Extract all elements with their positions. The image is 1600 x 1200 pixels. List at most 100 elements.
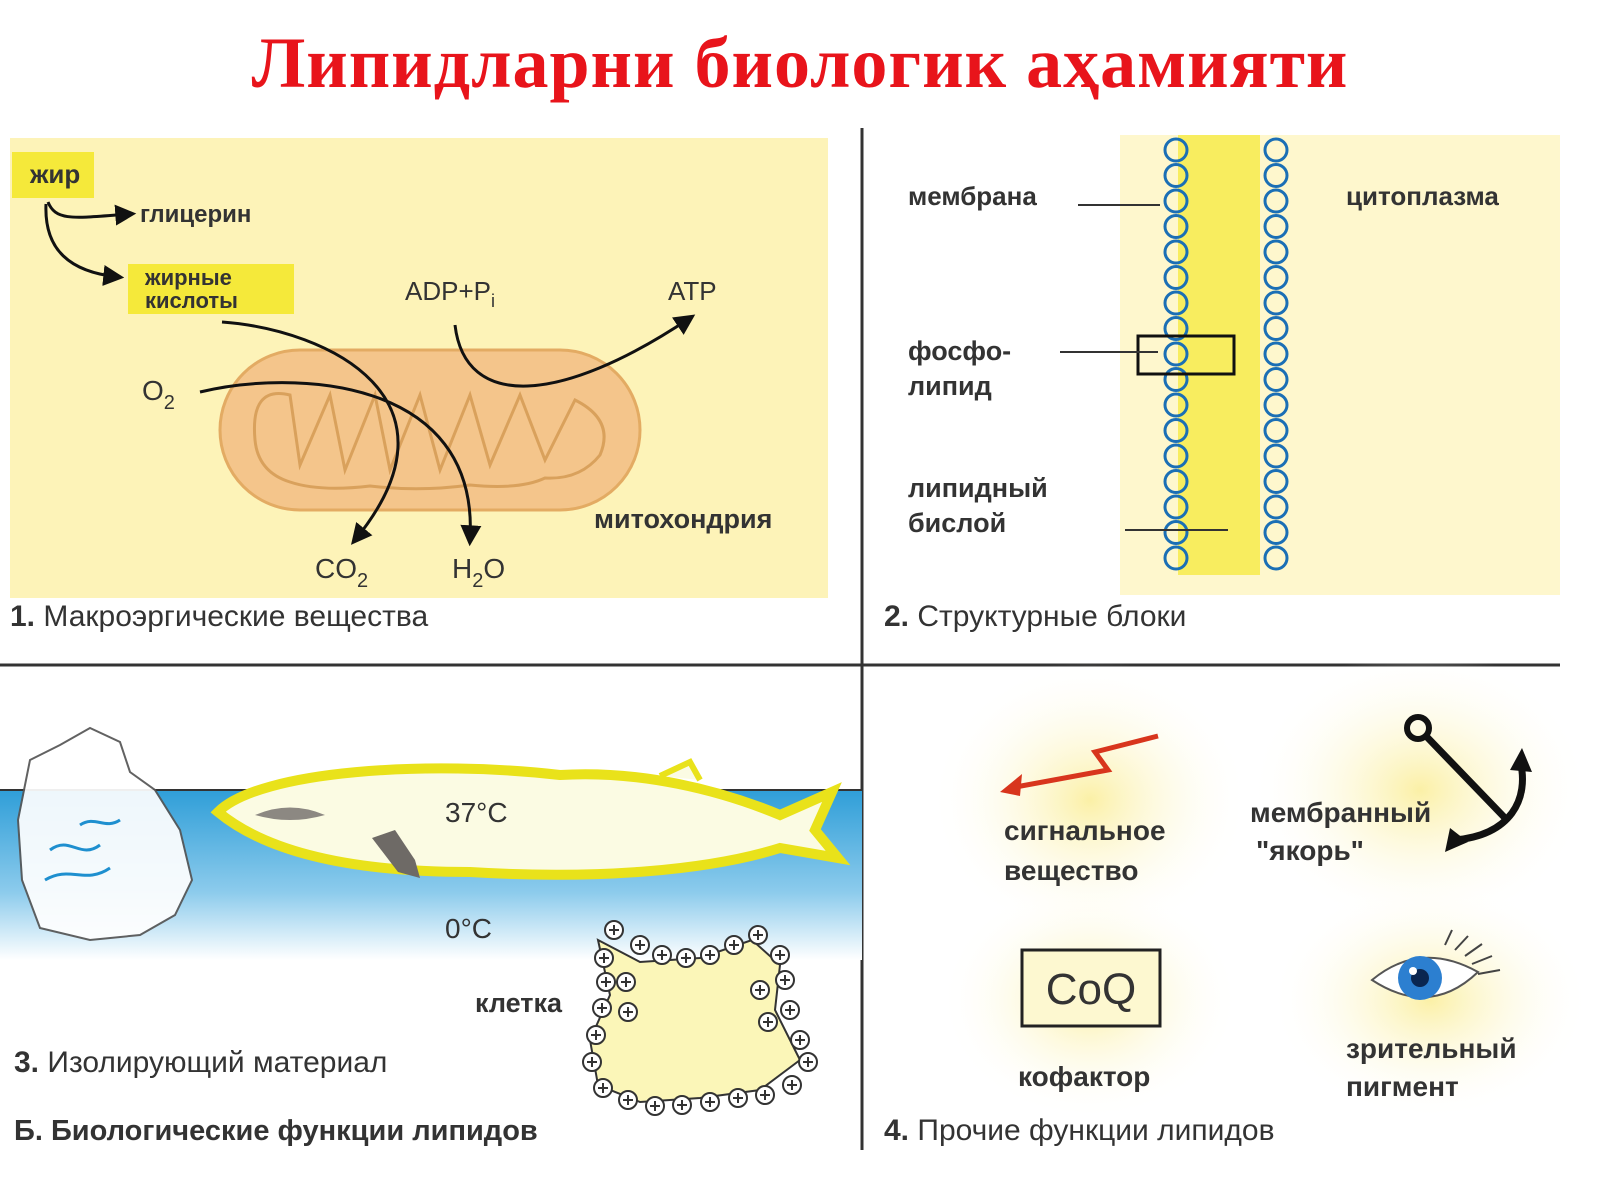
lipid-head	[1163, 341, 1189, 367]
iceberg	[16, 726, 194, 942]
plus-sign	[760, 1090, 770, 1100]
fat-highlight	[12, 152, 94, 198]
lipid-head	[1163, 188, 1189, 214]
panel2-caption: 2. Структурные блоки	[884, 600, 1186, 633]
lipid-head	[1163, 137, 1189, 163]
plus-sign	[803, 1057, 813, 1067]
signal-label-2: вещество	[1004, 855, 1138, 886]
arrow-fat-glycerol	[46, 201, 137, 226]
lipid-head	[1263, 341, 1289, 367]
signal-arrowhead	[1000, 774, 1022, 796]
lipid-head	[1263, 265, 1289, 290]
lipid-head	[1263, 188, 1289, 214]
mitochondrion-cristae	[252, 389, 606, 491]
lipid-head	[1163, 316, 1189, 341]
signal-glow	[930, 660, 1250, 940]
pigment-label-2: пигмент	[1346, 1071, 1459, 1102]
lipid-head	[1163, 494, 1189, 520]
arrow-fat-fatty-acids	[44, 203, 125, 286]
lipid-head	[1263, 418, 1289, 443]
pigment-label-1: зрительный	[1346, 1033, 1517, 1064]
lipid-head	[1163, 367, 1189, 392]
panel3-caption: 3. Изолирующий материал	[14, 1046, 387, 1079]
atp-label: ATP	[668, 276, 717, 306]
fatty-acids-label-2: кислоты	[145, 288, 238, 313]
lipid-head	[1163, 392, 1189, 418]
lipid-head	[1163, 469, 1189, 494]
cell-label: клетка	[475, 988, 563, 1018]
whale-organ-1	[255, 807, 325, 820]
panel-macroergic: жир глицерин жирные кислоты ADP+Pi ATP O…	[10, 138, 828, 633]
plus-sign	[598, 1083, 608, 1093]
phospholipid-box	[1136, 334, 1236, 376]
lipid-head	[1263, 367, 1289, 392]
water-temperature: 0°C	[445, 913, 492, 944]
signal-lightning-icon	[1009, 733, 1159, 791]
plus-sign	[787, 1080, 797, 1090]
coq-box	[1020, 948, 1162, 1028]
lipid-head	[1263, 494, 1289, 520]
plus-sign	[733, 1093, 743, 1103]
arrow-fatty-acids-co2	[221, 320, 400, 545]
bilayer-label-2: бислой	[908, 508, 1006, 538]
lipid-head	[1163, 418, 1189, 443]
plus-sign	[650, 1101, 660, 1111]
lipid-head	[1163, 163, 1189, 188]
whale-fin	[658, 758, 703, 782]
bilayer-right-leaflet	[1263, 137, 1289, 571]
plus-sign	[599, 953, 609, 963]
plus-sign	[609, 925, 619, 935]
plus-sign	[755, 985, 765, 995]
lipid-head	[1263, 163, 1289, 188]
lipid-head	[1263, 290, 1289, 316]
phospholipid-label-2: липид	[908, 371, 992, 401]
plus-sign	[587, 1057, 597, 1067]
plus-sign	[780, 975, 790, 985]
plus-sign	[623, 1095, 633, 1105]
lipid-head	[1263, 520, 1289, 545]
cofactor-label: кофактор	[1018, 1061, 1150, 1092]
lipid-head	[1263, 443, 1289, 469]
plus-sign	[775, 950, 785, 960]
panel-other: сигнальное вещество мембранный "якорь" C…	[884, 650, 1590, 1147]
lipid-head	[1263, 214, 1289, 239]
panel1-caption: 1. Макроэргические вещества	[10, 600, 428, 633]
whale	[210, 763, 851, 880]
adp-label: ADP+Pi	[405, 276, 495, 311]
bilayer-core	[1178, 135, 1260, 575]
co2-label: CO2	[315, 553, 368, 592]
bilayer-label-1: липидный	[908, 473, 1048, 503]
plus-sign	[623, 1007, 633, 1017]
coq-label: CoQ	[1046, 965, 1136, 1014]
eye-icon	[1370, 929, 1501, 1000]
iceberg-cracks	[44, 818, 121, 882]
panel4-caption: 4. Прочие функции липидов	[884, 1114, 1275, 1147]
lipid-head	[1163, 520, 1189, 545]
phospholipid-label-1: фосфо-	[908, 336, 1011, 366]
plus-sign	[705, 1097, 715, 1107]
arrow-o2-h2o	[199, 381, 482, 547]
plus-sign	[601, 977, 611, 987]
plus-sign	[795, 1035, 805, 1045]
figure-footer: Б. Биологические функции липидов	[14, 1115, 538, 1147]
anchor-label-1: мембранный	[1250, 797, 1431, 828]
plus-sign	[729, 940, 739, 950]
pigment-glow	[1270, 880, 1590, 1120]
anchor-icon	[1404, 714, 1532, 852]
plus-sign	[591, 1030, 601, 1040]
o2-label: O2	[142, 375, 175, 414]
plus-sign	[681, 953, 691, 963]
lipid-head	[1263, 469, 1289, 494]
lipid-head	[1263, 316, 1289, 341]
lipid-head	[1163, 443, 1189, 469]
lipid-head	[1263, 392, 1289, 418]
plus-sign	[677, 1100, 687, 1110]
anchor-glow	[1250, 650, 1590, 930]
plus-sign	[753, 930, 763, 940]
page-title: Липидларни биологик аҳамияти	[251, 23, 1349, 103]
body-temperature: 37°C	[445, 797, 508, 828]
signal-label-1: сигнальное	[1004, 815, 1166, 846]
anchor-label-2: "якорь"	[1256, 835, 1364, 866]
cell-charges	[582, 920, 818, 1116]
